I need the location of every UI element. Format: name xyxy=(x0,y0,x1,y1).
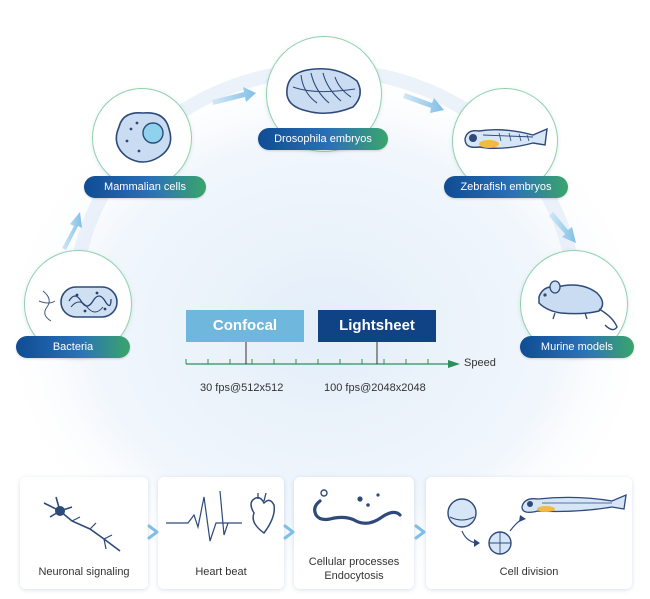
organism-label-mammalian-cells: Mammalian cells xyxy=(84,176,206,198)
process-label-division: Cell division xyxy=(499,566,559,578)
chevron-right-icon xyxy=(147,524,159,540)
confocal-box: Confocal xyxy=(186,310,304,342)
process-label-neuronal: Neuronal signaling xyxy=(38,566,130,578)
speed-axis-label: Speed xyxy=(464,357,496,369)
organism-label-bacteria: Bacteria xyxy=(16,336,130,358)
flow-arrow-3 xyxy=(403,93,444,113)
process-label-cellular-1: Cellular processes xyxy=(308,556,400,568)
flow-arrow-2 xyxy=(212,87,256,105)
flow-arrow-1 xyxy=(62,212,82,250)
process-panel-cellular: Cellular processes Endocytosis xyxy=(294,477,414,589)
process-label-cellular-2: Endocytosis xyxy=(324,570,384,582)
organism-label-drosophila: Drosophila embryos xyxy=(258,128,388,150)
neuron-icon xyxy=(43,496,121,552)
organism-label-zebrafish: Zebrafish embryos xyxy=(444,176,568,198)
lightsheet-rate-label: 100 fps@2048x2048 xyxy=(324,382,426,394)
cell-icon xyxy=(115,111,172,163)
embryo-division-icon xyxy=(447,493,627,555)
chevron-right-icon xyxy=(283,524,295,540)
process-chevrons xyxy=(147,524,426,540)
flow-arrow-4 xyxy=(549,212,576,243)
bacterium-icon xyxy=(38,286,118,322)
mouse-icon xyxy=(538,280,618,331)
process-panel-neuronal: Neuronal signaling xyxy=(20,477,148,589)
chevron-right-icon xyxy=(414,524,426,540)
process-label-heart: Heart beat xyxy=(195,566,247,578)
organism-label-murine: Murine models xyxy=(520,336,634,358)
process-panel-heart: Heart beat xyxy=(158,477,284,589)
vesicle-icon xyxy=(313,489,402,525)
process-panel-division: Cell division xyxy=(426,477,632,589)
lightsheet-box: Lightsheet xyxy=(318,310,436,342)
speed-axis xyxy=(185,342,460,368)
drosophila-embryo-icon xyxy=(286,67,361,115)
confocal-rate-label: 30 fps@512x512 xyxy=(200,382,284,394)
heart-icon xyxy=(166,490,276,542)
zebrafish-icon xyxy=(464,127,548,150)
